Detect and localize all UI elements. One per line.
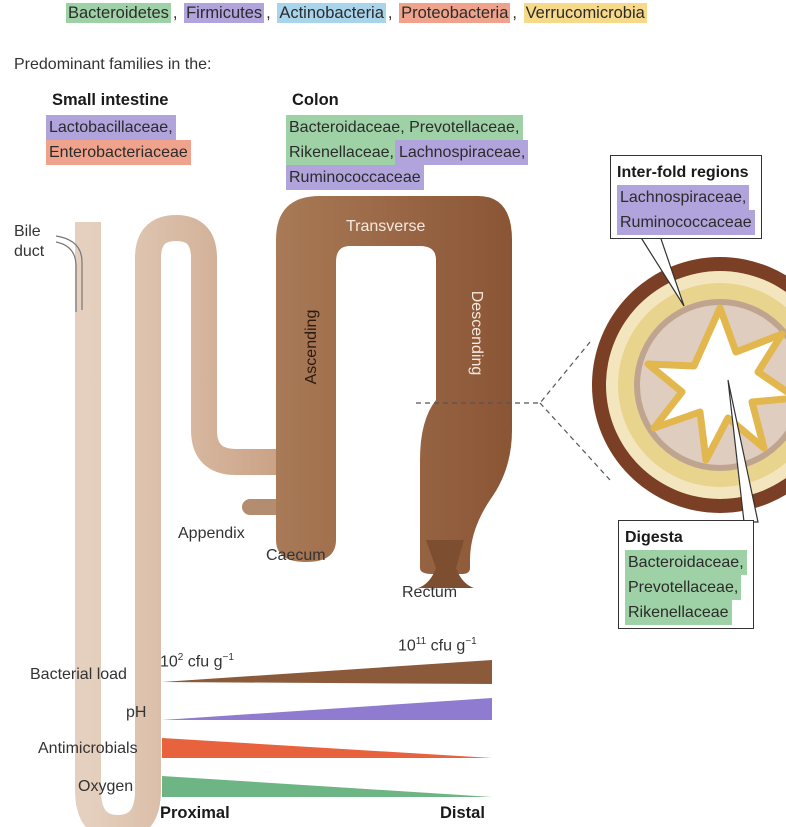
family-digesta-bacteroidaceae: Bacteroidaceae, [625,550,747,575]
family-interfold-lachnospiraceae: Lachnospiraceae, [617,185,749,210]
load-high-base: 10 [398,637,416,654]
bile-duct-label-line2: duct [14,243,44,260]
transverse-label: Transverse [346,218,425,236]
load-low-unit: cfu g [183,653,222,670]
digesta-title: Digesta [625,525,747,550]
distal-label: Distal [440,804,485,823]
rectum-label: Rectum [402,584,457,602]
load-high-unit: cfu g [426,637,465,654]
oxygen-label: Oxygen [78,778,133,796]
bile-duct-label: Bile duct [14,222,44,262]
oxygen-bar [162,776,492,797]
bile-duct-line-2 [56,242,76,312]
gradient-bars [162,660,492,797]
digesta-callout: Digesta Bacteroidaceae, Prevotellaceae, … [618,520,754,629]
load-high-unit-exp: −1 [465,636,476,647]
family-interfold-ruminococcaceae: Ruminococcaceae [617,210,755,235]
interfold-callout: Inter-fold regions Lachnospiraceae, Rumi… [610,155,762,239]
bile-duct-label-line1: Bile [14,223,41,240]
family-digesta-rikenellaceae: Rikenellaceae [625,600,732,625]
bacterial-load-label: Bacterial load [30,666,127,684]
antimicrobials-label: Antimicrobials [38,740,138,758]
ph-bar [162,698,492,720]
colon-cross-section [592,257,786,513]
descending-label: Descending [467,273,485,393]
load-high-label: 1011 cfu g−1 [398,636,477,655]
family-digesta-prevotellaceae: Prevotellaceae, [625,575,741,600]
load-low-base: 10 [160,653,178,670]
antimicrobials-bar [162,738,492,758]
proximal-label: Proximal [160,804,230,823]
appendix-label: Appendix [178,525,245,543]
ph-label: pH [126,704,146,722]
load-low-label: 102 cfu g−1 [160,652,234,671]
load-low-unit-exp: −1 [223,652,234,663]
interfold-title: Inter-fold regions [617,160,755,185]
caecum-label: Caecum [266,547,326,565]
load-high-exp: 11 [416,636,426,647]
ascending-label: Ascending [303,287,321,407]
